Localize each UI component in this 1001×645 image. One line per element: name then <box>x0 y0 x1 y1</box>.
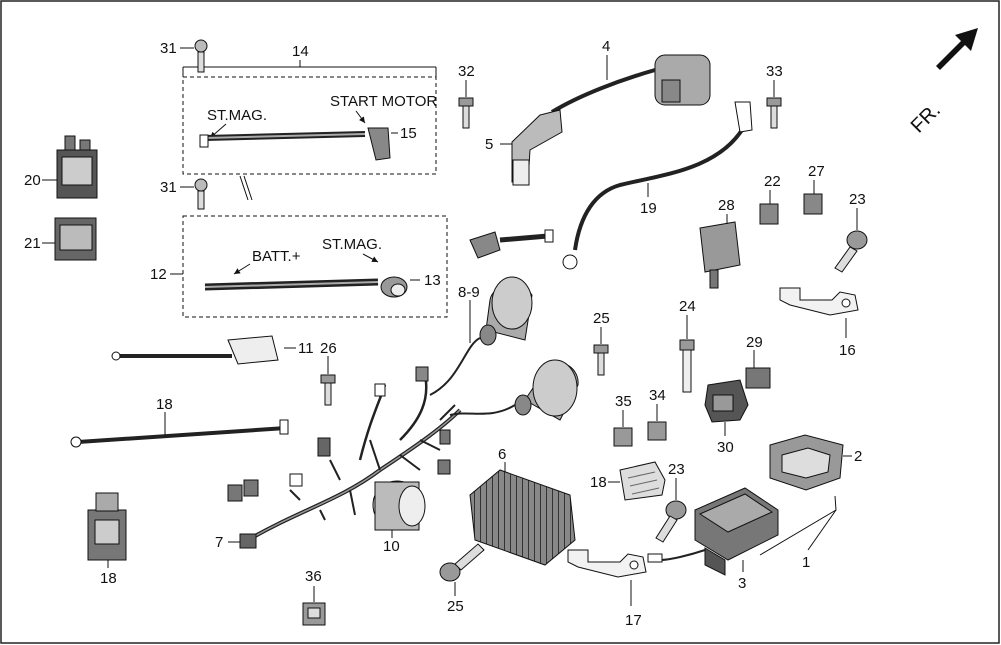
part-number-25-bottom: 25 <box>447 598 464 615</box>
part-number-2: 2 <box>854 448 862 465</box>
relay-29: 29 <box>745 334 771 389</box>
part-number-33: 33 <box>766 63 783 80</box>
cable-11: 11 <box>111 335 314 365</box>
direction-arrow-icon <box>936 28 978 70</box>
part-number-18-fuse-box: 18 <box>590 474 607 491</box>
small-cable-connector <box>469 229 554 259</box>
fuse-box-18: 18 <box>590 461 666 501</box>
fuse-34: 34 <box>647 387 667 441</box>
bolt-26: 26 <box>320 340 337 406</box>
bolt-25-bottom: 25 <box>439 543 485 615</box>
bracket-16: 16 <box>779 287 859 359</box>
part-number-34: 34 <box>649 387 666 404</box>
bolt-23-bottom: 23 <box>655 461 687 543</box>
cable-18-long: 18 <box>70 396 289 448</box>
part-number-27: 27 <box>808 163 825 180</box>
part-number-21: 21 <box>24 235 41 252</box>
cover-2: 2 <box>769 434 862 491</box>
part-number-4: 4 <box>602 38 610 55</box>
cdi-unit-3: 3 <box>647 487 779 592</box>
part-number-29: 29 <box>746 334 763 351</box>
leader-1: 1 <box>759 495 837 571</box>
bolt-33: 33 <box>766 63 783 129</box>
part-number-24: 24 <box>679 298 696 315</box>
ground-cable-19: 19 <box>562 101 753 270</box>
part-number-26: 26 <box>320 340 337 357</box>
part-number-31-top: 31 <box>160 40 177 57</box>
part-number-25-top: 25 <box>593 310 610 327</box>
bracket-17: 17 <box>567 549 647 629</box>
wire-harness-7: 7 <box>215 366 462 551</box>
part-number-18-cable: 18 <box>156 396 173 413</box>
part-number-19: 19 <box>640 200 657 217</box>
connector-18-left: 18 <box>87 492 127 587</box>
part-number-13: 13 <box>424 272 441 289</box>
box12-label-st-mag: ST.MAG. <box>322 236 382 253</box>
part-number-14: 14 <box>292 43 309 60</box>
part-number-3: 3 <box>738 575 746 592</box>
part-number-23-bottom: 23 <box>668 461 685 478</box>
part-number-10: 10 <box>383 538 400 555</box>
relay-28: 28 <box>699 197 741 289</box>
part-number-5: 5 <box>485 136 493 153</box>
relay-10: 10 <box>372 480 426 555</box>
part-number-32: 32 <box>458 63 475 80</box>
part-number-12: 12 <box>150 266 167 283</box>
bolt-25-top: 25 <box>593 310 610 376</box>
part-number-1: 1 <box>802 554 810 571</box>
relay-20: 20 <box>24 135 98 199</box>
part-number-15: 15 <box>400 125 417 142</box>
dashed-box-14 <box>182 76 437 175</box>
part-number-22: 22 <box>764 173 781 190</box>
box14-label-st-mag: ST.MAG. <box>207 107 267 124</box>
spark-plug-cap-5: 5 <box>485 109 563 186</box>
relay-21: 21 <box>24 217 97 261</box>
box12-label-batt: BATT.+ <box>252 248 301 265</box>
box-14-start-motor-cable: 14 ST.MAG. START MOTOR 15 <box>182 43 437 175</box>
part-number-16: 16 <box>839 342 856 359</box>
box14-label-start-motor: START MOTOR <box>330 93 437 110</box>
ignition-coil-4: 4 <box>550 38 711 114</box>
switch-30: 30 <box>704 379 749 456</box>
dashed-box-12 <box>182 215 448 318</box>
part-number-20: 20 <box>24 172 41 189</box>
part-number-30: 30 <box>717 439 734 456</box>
regulator-6: 6 <box>469 446 576 566</box>
part-number-17: 17 <box>625 612 642 629</box>
part-number-31-bottom: 31 <box>160 179 177 196</box>
pin-24: 24 <box>679 298 696 393</box>
part-number-6: 6 <box>498 446 506 463</box>
part-number-8-9: 8-9 <box>458 284 480 301</box>
connector-22: 22 <box>759 173 781 225</box>
part-number-11: 11 <box>298 340 314 357</box>
ignition-coils-8-9: 8-9 <box>429 276 579 421</box>
part-number-23-top: 23 <box>849 191 866 208</box>
bolt-23-top: 23 <box>834 191 868 273</box>
part-number-36: 36 <box>305 568 322 585</box>
part-number-7: 7 <box>215 534 223 551</box>
part-number-35: 35 <box>615 393 632 410</box>
box-12-battery-cable: 12 BATT.+ ST.MAG. 13 <box>150 215 448 318</box>
fuse-36: 36 <box>302 568 326 626</box>
fuse-35: 35 <box>613 393 633 447</box>
part-number-28: 28 <box>718 197 735 214</box>
bolt-31-top: 31 <box>160 39 208 73</box>
connector-27: 27 <box>803 163 825 215</box>
bolt-32: 32 <box>458 63 475 129</box>
bolt-31-bottom: 31 <box>160 178 208 210</box>
part-number-18-connector: 18 <box>100 570 117 587</box>
